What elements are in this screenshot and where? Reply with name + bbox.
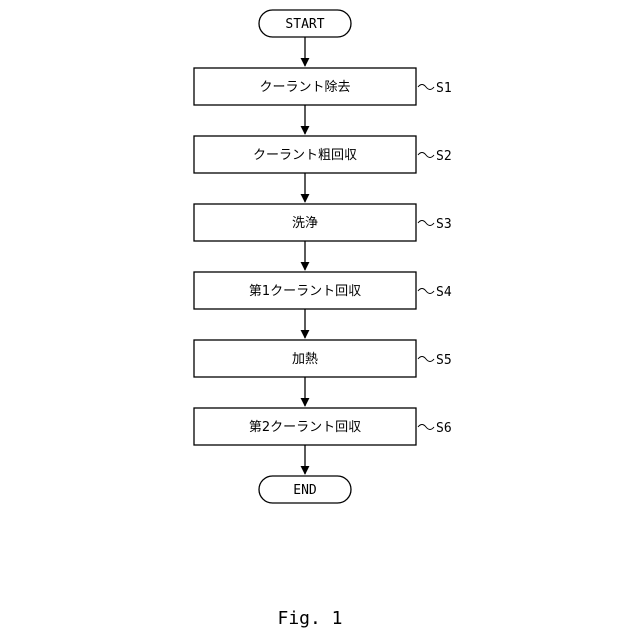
leader-s5 <box>418 357 434 362</box>
step-id-s4: S4 <box>436 285 452 300</box>
leader-s1 <box>418 85 434 90</box>
step-id-s5: S5 <box>436 353 452 368</box>
leader-s2 <box>418 153 434 158</box>
end-label: END <box>293 483 317 498</box>
process-label-s2: クーラント粗回収 <box>253 148 357 163</box>
step-id-s6: S6 <box>436 421 452 436</box>
process-label-s1: クーラント除去 <box>259 80 350 95</box>
process-label-s4: 第1クーラント回収 <box>249 284 361 299</box>
leader-s3 <box>418 221 434 226</box>
figure-caption: Fig. 1 <box>0 608 620 629</box>
process-label-s3: 洗浄 <box>292 216 318 231</box>
leader-s6 <box>418 425 434 430</box>
process-label-s6: 第2クーラント回収 <box>249 420 361 435</box>
step-id-s3: S3 <box>436 217 452 232</box>
step-id-s1: S1 <box>436 81 452 96</box>
leader-s4 <box>418 289 434 294</box>
process-label-s5: 加熱 <box>292 352 318 367</box>
step-id-s2: S2 <box>436 149 452 164</box>
start-label: START <box>285 17 324 32</box>
